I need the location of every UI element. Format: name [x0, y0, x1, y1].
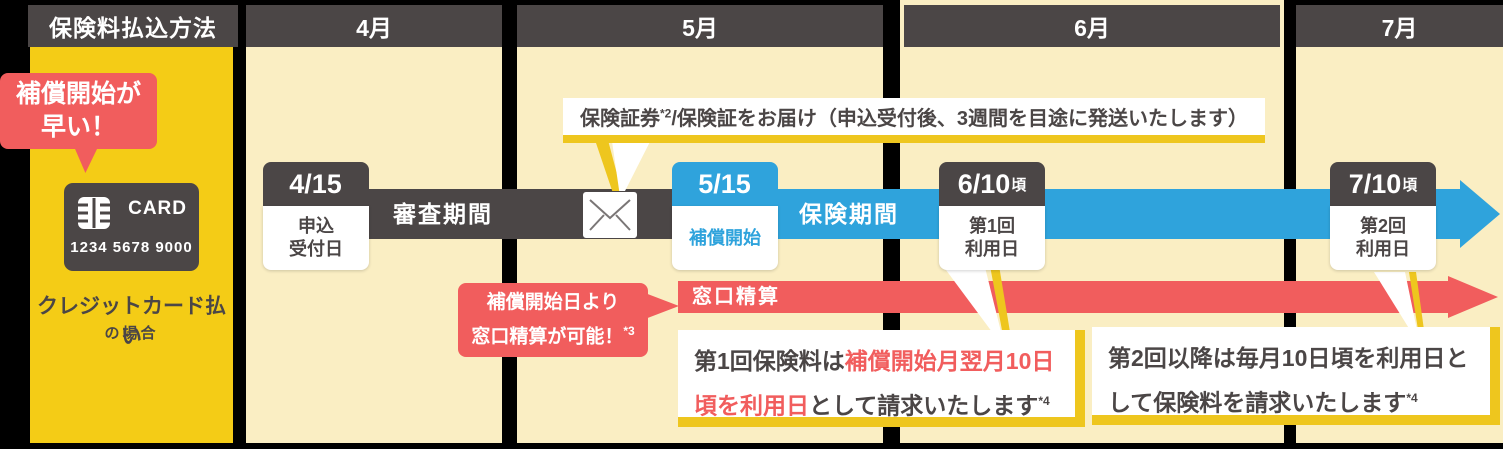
payment-method-header: 保険料払込方法	[28, 5, 238, 47]
insurance-period-label: 保険期間	[799, 201, 899, 227]
marker-caption: 第1回 利用日	[939, 206, 1045, 270]
card-chip-icon	[77, 196, 111, 235]
marker-caption: 申込 受付日	[263, 206, 369, 270]
credit-card-illustration: CARD 1234 5678 9000	[64, 183, 199, 271]
marker-caption: 補償開始	[672, 206, 778, 270]
policy-delivery-callout: 保険証券*2/保険証をお届け（申込受付後、3週間を目途に発送いたします）	[563, 98, 1265, 143]
badge-line1: 補償開始が	[15, 80, 141, 108]
counter-settlement-bar	[678, 281, 1450, 313]
month-header-june: 6月	[904, 5, 1280, 47]
settlement-available-bubble: 補償開始日より 窓口精算が可能！*3	[458, 283, 648, 357]
pointer-second-billing	[1374, 272, 1424, 330]
mail-envelope-icon	[583, 192, 637, 238]
month-header-april: 4月	[246, 5, 502, 47]
subsequent-premium-note: 第2回以降は毎月10日頃を利用日として保険料を請求いたします*4	[1092, 327, 1500, 425]
marker-caption: 第2回 利用日	[1330, 206, 1436, 270]
card-number: 1234 5678 9000	[70, 239, 193, 256]
payment-method-name: クレジットカード払い	[37, 295, 226, 348]
early-coverage-badge: 補償開始が 早い！	[0, 73, 157, 149]
badge-line2: 早い！	[40, 113, 116, 141]
policy-delivery-callout-tail	[596, 143, 654, 191]
marker-date: 4/15	[263, 162, 369, 206]
month-header-july: 7月	[1296, 5, 1503, 47]
card-label: CARD	[128, 198, 187, 219]
month-header-may: 5月	[517, 5, 883, 47]
counter-settlement-label: 窓口精算	[692, 286, 780, 308]
review-period-label: 審査期間	[393, 201, 493, 227]
payment-method-case: の場合	[104, 325, 159, 342]
marker-date: 5/15	[672, 162, 778, 206]
marker-coverage-start: 5/15 補償開始	[672, 162, 778, 270]
pointer-first-billing	[946, 270, 1010, 332]
marker-application-date: 4/15 申込 受付日	[263, 162, 369, 270]
first-premium-note: 第1回保険料は補償開始月翌月10日頃を利用日として請求いたします*4	[678, 330, 1085, 427]
